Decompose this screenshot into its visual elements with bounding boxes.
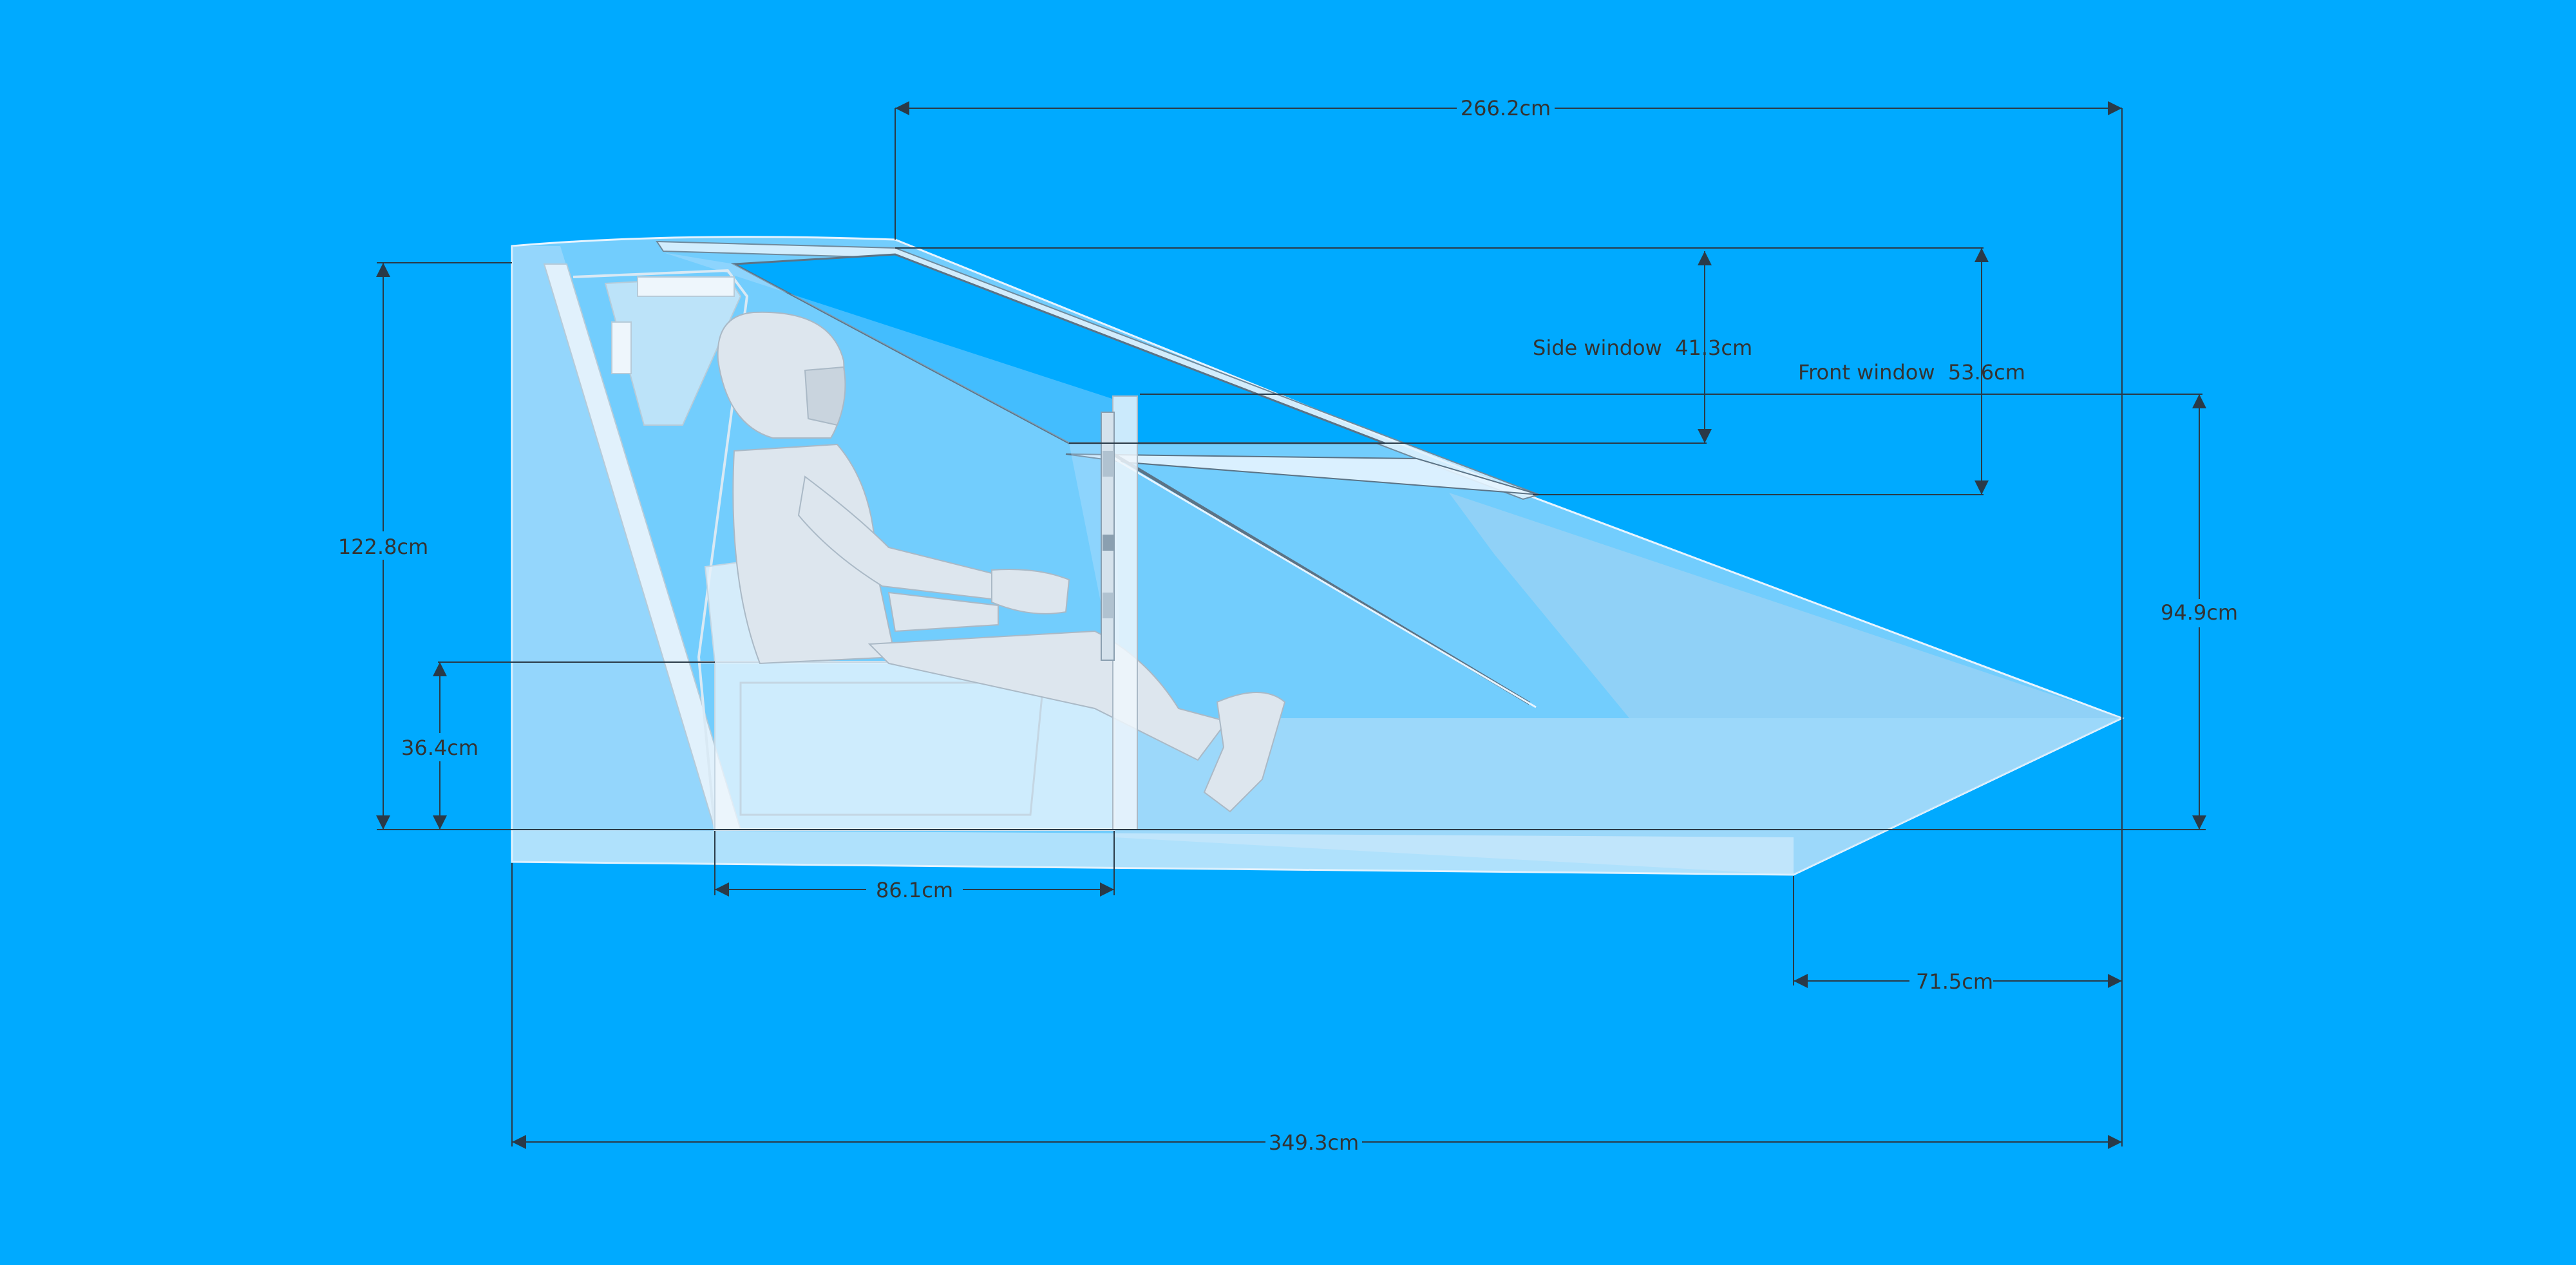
pilot-visor: [804, 366, 846, 426]
bulkhead-panel: [1112, 395, 1138, 830]
canopy-glass: [663, 252, 1121, 702]
label-nose-length: 71.5cm: [1916, 969, 1993, 994]
label-nose-height: 94.9cm: [2161, 600, 2238, 625]
instrument-bulkhead: [1101, 395, 1138, 830]
nose-upper-panel: [1449, 493, 2122, 718]
pilot-torso: [732, 443, 896, 665]
label-floor-height: 36.4cm: [401, 736, 478, 760]
dimension-labels: 266.2cm 349.3cm 122.8cm 36.4cm 86.1cm 71…: [335, 93, 2242, 1156]
instrument-block: [1103, 535, 1114, 551]
ejection-seat: [543, 263, 1115, 831]
label-canopy-length: 266.2cm: [1461, 96, 1551, 120]
label-overall-length: 349.3cm: [1269, 1130, 1359, 1155]
label-side-window: Side window 41.3cm: [1533, 336, 1752, 360]
pilot-boot: [1203, 692, 1286, 813]
pilot-forearm: [887, 591, 999, 632]
label-seat-length: 86.1cm: [876, 878, 953, 902]
seat-fitting: [637, 276, 735, 297]
seat-inner: [739, 681, 1045, 816]
label-front-window: Front window 53.6cm: [1798, 360, 2025, 385]
label-total-height: 122.8cm: [338, 535, 428, 559]
pilot-hand: [991, 569, 1070, 614]
seat-handle: [611, 321, 632, 374]
floor-band: [512, 830, 1794, 875]
